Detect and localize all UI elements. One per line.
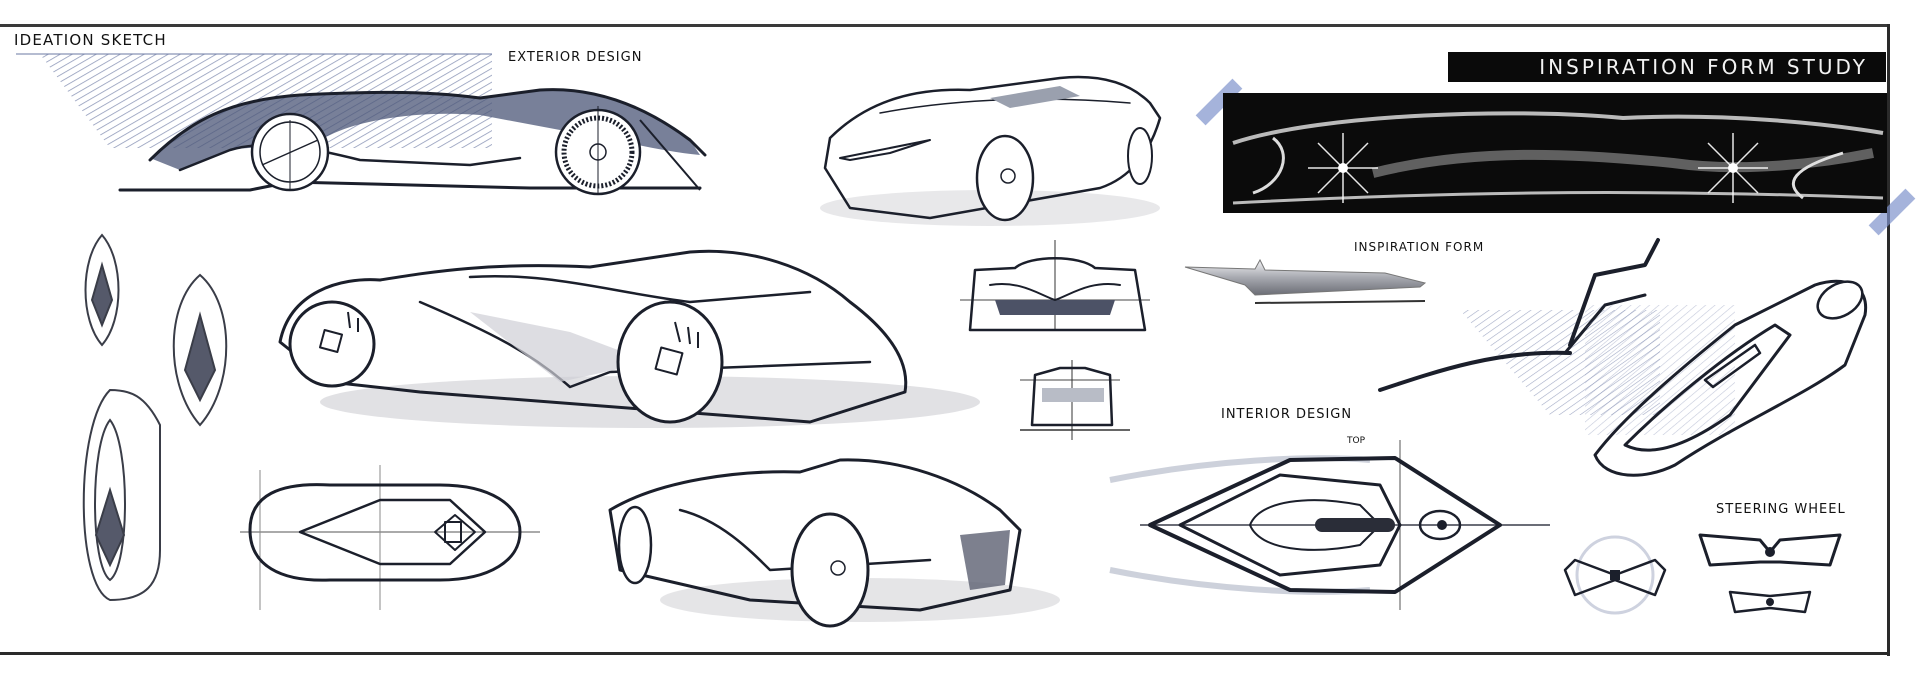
top-view-car-sketch <box>240 465 540 610</box>
interior-top-view-sketch <box>1109 440 1550 610</box>
seat-sketch <box>1585 279 1868 477</box>
interior-design-label: INTERIOR DESIGN <box>1221 407 1353 422</box>
front-rear-elevations-sketch <box>960 240 1150 440</box>
steering-wheel-sketches <box>1563 533 1842 615</box>
rear-three-quarter-car-sketch <box>608 458 1060 628</box>
inspiration-form-render <box>1184 258 1427 304</box>
frame-top-border <box>0 24 1890 27</box>
inspiration-form-study-banner: INSPIRATION FORM STUDY <box>1448 52 1886 82</box>
side-view-car-sketch <box>16 53 707 196</box>
steering-wheel-label: STEERING WHEEL <box>1716 502 1846 517</box>
frame-right-border <box>1887 24 1890 656</box>
top-view-thumbnails-sketch <box>82 233 228 602</box>
front-three-quarter-car-large-sketch <box>278 249 980 428</box>
inspiration-render-panel <box>1223 93 1887 213</box>
front-three-quarter-car-sketch <box>820 75 1162 226</box>
interior-top-annotation: TOP <box>1347 436 1366 446</box>
inspiration-form-label: INSPIRATION FORM <box>1354 240 1485 254</box>
frame-bottom-border <box>0 652 1890 655</box>
ideation-sketch-title: IDEATION SKETCH <box>14 31 167 49</box>
exterior-design-label: EXTERIOR DESIGN <box>508 50 643 65</box>
